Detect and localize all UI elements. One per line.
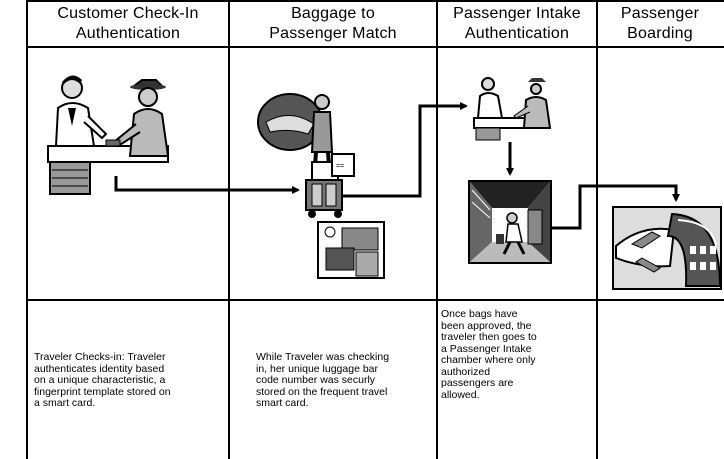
header-line: Customer Check-In — [57, 5, 199, 22]
arrow-intake-to-boarding — [552, 184, 680, 230]
header-line: Authentication — [464, 25, 570, 42]
baggage-handling-illustration: == — [257, 93, 385, 279]
header-baggage-match: Baggage to Passenger Match — [230, 4, 436, 44]
airplane-boarding-illustration — [612, 206, 722, 290]
header-line: Passenger — [620, 5, 700, 22]
header-line: Passenger Match — [269, 25, 397, 42]
header-line: Authentication — [75, 25, 181, 42]
left-border — [26, 0, 28, 459]
description-divider — [26, 299, 724, 301]
description-baggage: While Traveler was checking in, her uniq… — [256, 351, 390, 409]
header-divider — [26, 46, 724, 48]
header-line: Baggage to — [291, 5, 375, 22]
header-line: Passenger Intake — [453, 5, 581, 22]
column-divider-1 — [228, 0, 230, 459]
header-passenger-boarding: Passenger Boarding — [598, 4, 722, 44]
arrow-checkin-to-baggage — [114, 176, 300, 194]
svg-text:==: == — [336, 163, 344, 170]
header-customer-check-in: Customer Check-In Authentication — [28, 4, 228, 44]
arrow-baggage-to-intake — [342, 102, 468, 198]
top-border — [26, 0, 724, 2]
header-line: Boarding — [627, 25, 693, 42]
header-passenger-intake: Passenger Intake Authentication — [438, 4, 596, 44]
check-in-counter-illustration — [47, 75, 170, 195]
column-divider-3 — [596, 0, 598, 459]
column-divider-2 — [436, 0, 438, 459]
description-intake: Once bags have been approved, the travel… — [441, 308, 537, 401]
description-check-in: Traveler Checks-in: Traveler authenticat… — [34, 351, 171, 409]
intake-counter-illustration — [473, 77, 552, 141]
intake-chamber-illustration — [468, 180, 552, 264]
